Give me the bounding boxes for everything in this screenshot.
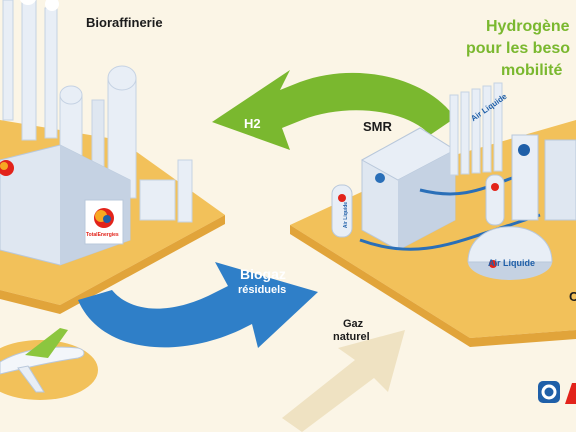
edge-letter-label: C — [569, 289, 576, 304]
natural-gas-label-line1: Gaz — [343, 318, 364, 330]
biogas-arrow — [78, 262, 318, 348]
natural-gas-arrow — [282, 330, 405, 432]
biorefinery-label: Bioraffinerie — [86, 15, 163, 30]
biorefinery-platform-side — [0, 215, 225, 314]
h2-label: H2 — [244, 116, 261, 131]
h2-arrow — [212, 70, 455, 150]
smr-platform-side — [290, 225, 576, 347]
biogas-residual-label: résiduels — [238, 284, 287, 296]
hydrogen-title-line2: pour les beso — [466, 40, 571, 57]
natural-gas-label-line2: naturel — [333, 331, 370, 343]
hydrogen-title-line1: Hydrogène — [486, 18, 570, 35]
airliquide-wordmark-tank: Air Liquide — [343, 201, 350, 229]
biogas-label: Biogaz — [240, 266, 286, 282]
hydrogen-title-line3: mobilité — [501, 62, 563, 79]
smr-label: SMR — [363, 119, 392, 134]
airliquide-wordmark-dome: Air Liquide — [488, 258, 535, 268]
totalenergies-wordmark: TotalEnergies — [86, 232, 119, 238]
